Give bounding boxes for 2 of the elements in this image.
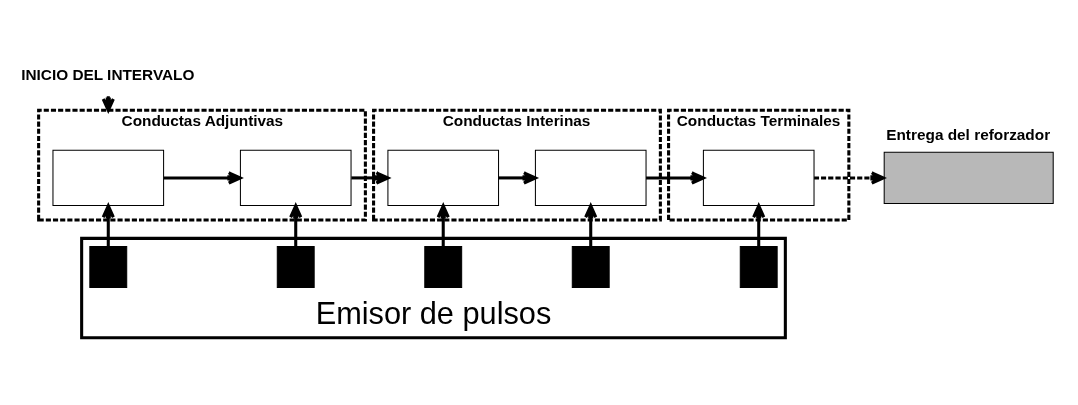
node-text: INICIO DEL INTERVALO: [21, 66, 195, 84]
node-label: Entrega del reforzador: [886, 126, 1051, 144]
